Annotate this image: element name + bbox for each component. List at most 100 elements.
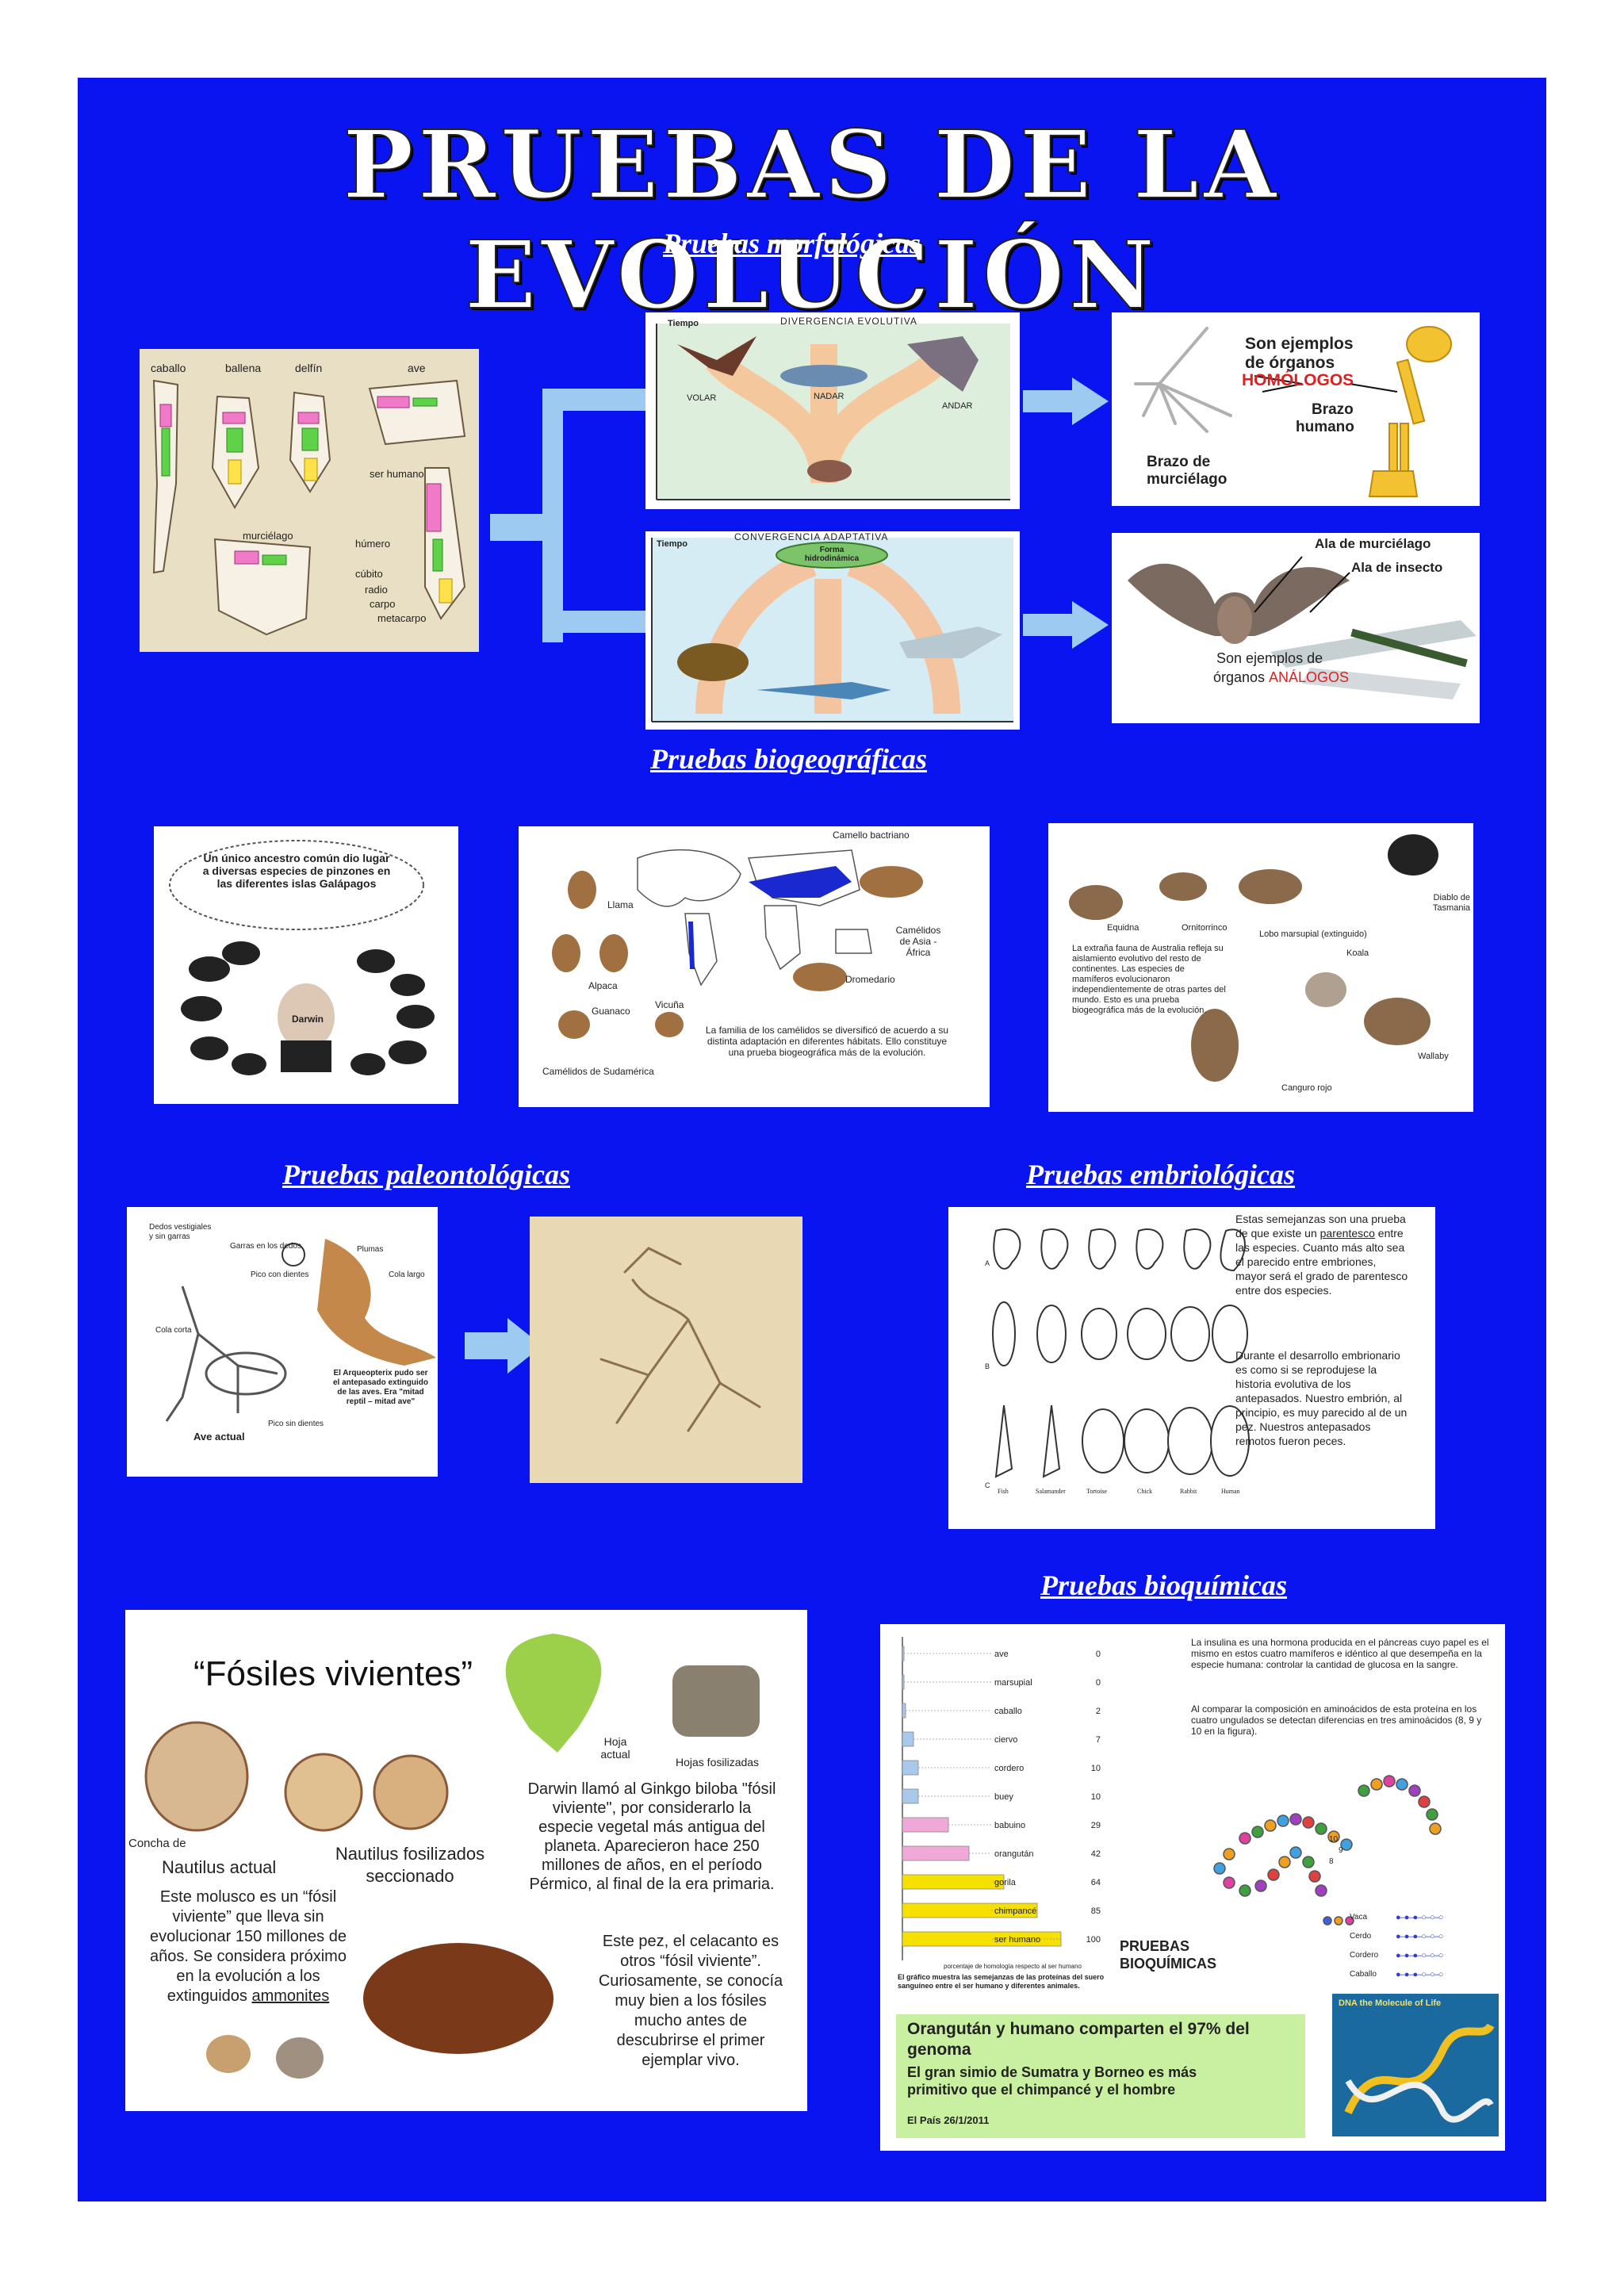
homologos-image: Son ejemplos de órganos HOMÓLOGOS Brazo … [1112,312,1480,506]
paleo-dedos: Dedos vestigiales y sin garras [149,1223,212,1241]
analogos-l1: Son ejemplos de [1216,650,1323,666]
homologos-illustration [1134,326,1452,497]
ungulado-chain-caballo: ●–●–●–○–○–○ [1396,1970,1443,1979]
paleo-cola-corta: Cola corta [155,1326,192,1335]
chart-bar [902,1674,905,1690]
paleo-arqueo: El Arqueopterix pudo ser el antepasado e… [332,1369,429,1406]
chart-bar [902,1731,914,1747]
homologos-l1: Son ejemplos [1245,335,1354,353]
poster: PRUEBAS DE LA EVOLUCIÓN Pruebas morfológ… [78,78,1546,2201]
archaeopteryx-fossil-image [530,1217,802,1483]
camelidos-dromedario: Dromedario [845,974,895,985]
embryo-species-fish: Fish [998,1488,1009,1495]
bioq-aa-9: 9 [1339,1846,1343,1855]
homologos-brazo-humano-2: humano [1296,419,1354,435]
camelidos-bactriano: Camello bactriano [833,830,910,841]
paleo-pico-dientes: Pico con dientes [251,1270,309,1279]
bioq-insulina-1: La insulina es una hormona producida en … [1191,1637,1489,1670]
homologos-brazo-murc-2: murciélago [1147,471,1228,488]
ungulado-row-caballo: Caballo ●–●–●–○–○–○ [1350,1967,1500,1986]
chart-category-label: buey [994,1792,1013,1802]
paleo-pico-sin: Pico sin dientes [268,1420,324,1428]
chart-value-label: 0 [1096,1650,1101,1659]
chart-category-label: caballo [994,1707,1022,1716]
embryo-species-chick: Chick [1137,1488,1153,1495]
fosiles-illustration [144,1634,760,2079]
archaeopteryx-comparison-image: Dedos vestigiales y sin garras Garras en… [127,1207,438,1477]
galapagos-bubble-text: Un único ancestro común dio lugar a dive… [202,852,391,890]
chart-category-label: ave [994,1650,1009,1659]
archaeopteryx-illustration [165,1239,436,1422]
section-title-paleontologicas: Pruebas paleontológicas [282,1159,571,1190]
analogos-l3: ANÁLOGOS [1269,669,1350,685]
embryo-row-b: B [985,1362,990,1370]
galapagos-illustration [169,840,435,1075]
section-title-biogeograficas: Pruebas biogeográficas [650,743,927,775]
paleo-ave-actual: Ave actual [193,1431,245,1443]
fosiles-title: “Fósiles vivientes” [193,1654,473,1693]
chart-bar [902,1788,919,1804]
arrow-to-analogos [1023,601,1109,649]
news-source: El País 26/1/2011 [907,2114,990,2126]
chart-bar [902,1845,970,1861]
chart-value-label: 0 [1096,1678,1101,1688]
limbs-illustration [140,349,479,652]
limb-label-delfin: delfín [295,362,323,374]
ungulado-label-vaca: Vaca [1350,1913,1368,1922]
bioq-caption: El gráfico muestra las semejanzas de las… [898,1973,1105,1990]
ungulado-chain-cerdo: ●–●–●–○–○–○ [1396,1932,1443,1941]
limb-label-ballena: ballena [225,362,262,374]
divergence-andar: ANDAR [942,401,973,411]
australia-lobo: Lobo marsupial (extinguido) [1259,929,1367,939]
embryo-species-salamander: Salamander [1036,1488,1066,1495]
limb-label-ser-humano: ser humano [370,468,424,480]
embryo-comparison-image: A B C Fish Salamander Tortoise Chick Rab… [948,1207,1435,1529]
camelidos-guanaco: Guanaco [592,1006,630,1017]
page-title: PRUEBAS DE LA EVOLUCIÓN [342,109,1281,331]
limbs-homology-image: caballo ballena delfín ave ser humano mu… [140,349,479,652]
analogos-image: Ala de murciélago Ala de insecto Son eje… [1112,533,1480,723]
embryo-text-1-link: parentesco [1320,1227,1375,1240]
bioq-aa-8: 8 [1329,1857,1334,1866]
analogos-illustration [1128,556,1477,699]
embryo-text-1-post: entre las especies. Cuanto más alto sea … [1235,1227,1408,1297]
convergence-diagram: Tiempo CONVERGENCIA ADAPTATIVA Forma hid… [645,531,1020,730]
chart-category-label: cordero [994,1764,1024,1773]
section-title-embriologicas: Pruebas embriológicas [1026,1159,1295,1190]
ungulados-legend: Vaca ●–●–●–○–○–○ Cerdo ●–●–●–○–○–○ Corde… [1350,1910,1500,1986]
homologos-brazo-humano-1: Brazo [1312,401,1354,418]
limb-label-murcielago: murciélago [243,530,293,542]
australia-fauna-image: Diablo de Tasmania Equidna Ornitorrinco … [1048,823,1473,1112]
australia-text: La extraña fauna de Australia refleja su… [1072,944,1226,1015]
fossil-slab-illustration [530,1217,802,1483]
bioq-pruebas-2: BIOQUÍMICAS [1120,1956,1217,1972]
camelidos-llama: Llama [607,899,634,910]
convergence-forma: Forma hidrodinámica [804,546,860,563]
chart-note: porcentaje de homología respecto al ser … [944,1963,1082,1970]
embryo-species-tortoise: Tortoise [1086,1488,1108,1495]
galapagos-darwin-label: Darwin [292,1014,324,1025]
bioq-pruebas-1: PRUEBAS [1120,1938,1190,1954]
chart-value-label: 2 [1096,1707,1101,1716]
chart-bar [902,1646,905,1661]
ungulado-label-caballo: Caballo [1350,1970,1377,1979]
chart-value-label: 42 [1091,1849,1101,1859]
embryo-species-rabbit: Rabbit [1180,1488,1197,1495]
dna-caption: DNA the Molecule of Life [1339,1998,1442,2008]
australia-ornitorrinco: Ornitorrinco [1182,923,1228,933]
fosiles-nautilus-fos: Nautilus fosilizados seccionado [335,1844,485,1886]
arrow-to-fossil [465,1318,542,1374]
chart-bar [902,1760,919,1776]
camelidos-vicuna: Vicuña [655,999,684,1010]
fosiles-concha: Concha de [128,1837,186,1850]
news-clipping: Orangután y humano comparten el 97% del … [896,2014,1305,2138]
analogos-ala-murc: Ala de murciélago [1315,536,1431,551]
chart-category-label: marsupial [994,1678,1032,1688]
chart-category-label: ser humano [994,1935,1040,1945]
chart-category-label: chimpancé [994,1906,1036,1916]
section-title-bioquimicas: Pruebas bioquímicas [1040,1569,1288,1601]
australia-canguro: Canguro rojo [1281,1083,1332,1093]
camelidos-alpaca: Alpaca [588,980,618,991]
australia-koala: Koala [1346,948,1369,958]
